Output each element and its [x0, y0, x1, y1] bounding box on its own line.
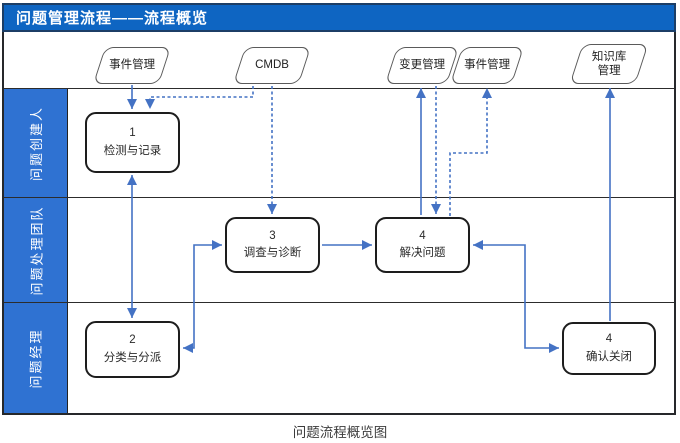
entity-label: 变更管理: [399, 59, 445, 72]
swimlane-problem-manager: 问题经理: [4, 302, 674, 413]
step-resolve-problem: 4 解决问题: [375, 217, 470, 273]
step-confirm-closure: 4 确认关闭: [562, 322, 656, 375]
entity-change-management: 变更管理: [384, 47, 460, 84]
step-number: 3: [269, 229, 276, 242]
step-detect-and-record: 1 检测与记录: [85, 112, 180, 173]
swimlane-problem-handling-team: 问题处理团队: [4, 197, 674, 302]
entity-label: 事件管理: [109, 59, 155, 72]
title-bar: 问题管理流程——流程概览: [2, 3, 676, 32]
swimlane-problem-creator: 问题创建人: [4, 88, 674, 197]
swimlane-label-text: 问题处理团队: [29, 204, 45, 296]
step-investigate-and-diagnose: 3 调查与诊断: [225, 217, 320, 273]
entity-knowledge-base-management: 知识库 管理: [569, 44, 649, 84]
entity-incident-management-1: 事件管理: [92, 47, 172, 84]
entity-cmdb: CMDB: [232, 47, 312, 84]
step-label: 调查与诊断: [243, 247, 302, 259]
diagram-caption: 问题流程概览图: [292, 425, 388, 440]
swimlane-label-problem-manager: 问题经理: [4, 303, 68, 413]
step-label: 解决问题: [399, 247, 446, 259]
swimlane-label-text: 问题创建人: [29, 105, 45, 181]
entity-label: 事件管理: [464, 59, 510, 72]
step-number: 4: [419, 229, 426, 242]
step-number: 2: [129, 334, 136, 347]
step-label: 检测与记录: [103, 144, 162, 157]
page-title: 问题管理流程——流程概览: [16, 10, 209, 27]
swimlane-label-problem-creator: 问题创建人: [4, 89, 68, 197]
entity-label: CMDB: [255, 59, 289, 72]
step-number: 1: [129, 127, 136, 140]
entity-incident-management-2: 事件管理: [449, 47, 525, 84]
step-classify-and-assign: 2 分类与分派: [85, 321, 180, 378]
swimlane-label-problem-handling-team: 问题处理团队: [4, 198, 68, 302]
step-number: 4: [605, 333, 613, 346]
entity-label: 知识库 管理: [591, 50, 627, 77]
step-label: 确认关闭: [586, 350, 632, 363]
swimlane-label-text: 问题经理: [28, 327, 44, 389]
step-label: 分类与分派: [103, 351, 162, 364]
